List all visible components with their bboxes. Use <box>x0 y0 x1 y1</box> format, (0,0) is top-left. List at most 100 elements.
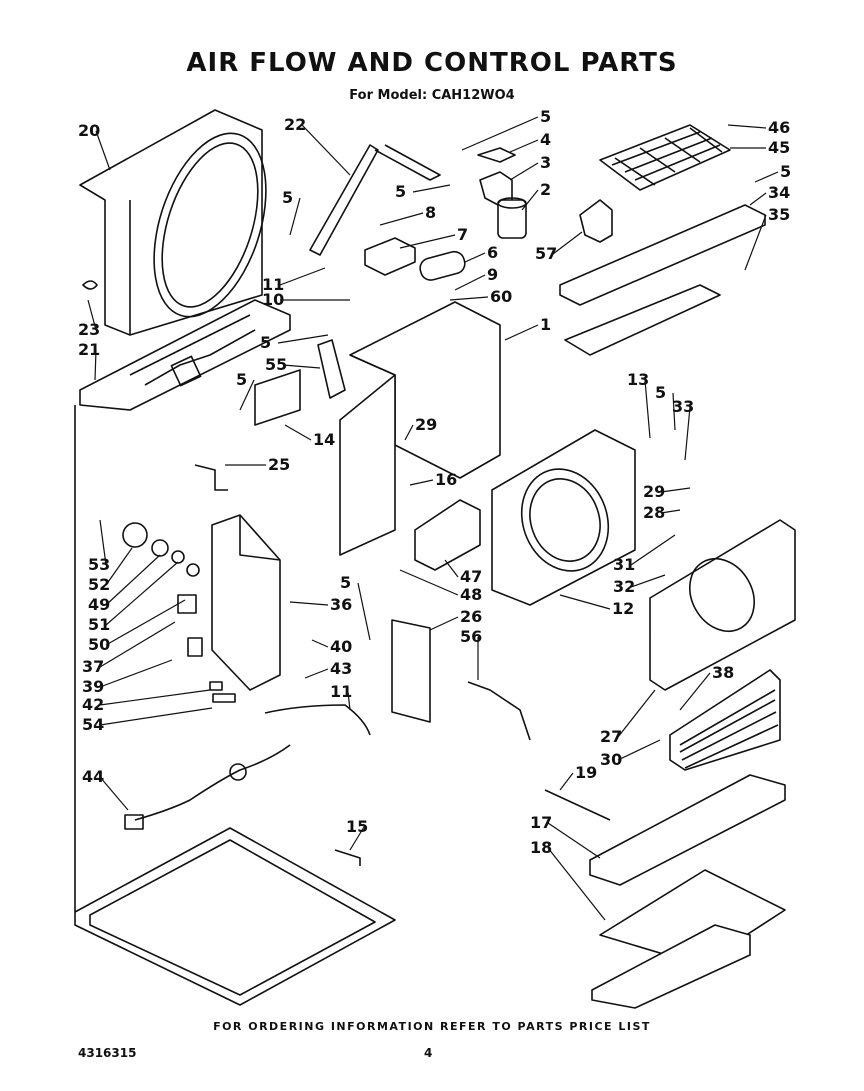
callout-51: 51 <box>88 615 110 634</box>
callout-4: 4 <box>540 130 551 149</box>
part-37-thermostat <box>187 637 203 657</box>
callout-9: 9 <box>487 265 498 284</box>
callout-29: 29 <box>415 415 437 434</box>
callout-55: 55 <box>265 355 287 374</box>
leader-line <box>99 621 176 668</box>
callout-21: 21 <box>78 340 100 359</box>
part-4-bracket <box>477 147 516 163</box>
callout-46: 46 <box>768 118 790 137</box>
callout-54: 54 <box>82 715 104 734</box>
leader-line <box>282 364 321 369</box>
leader-line <box>559 772 574 791</box>
callout-44: 44 <box>82 767 104 786</box>
part-2-capacitor <box>497 197 527 239</box>
part-21-rail <box>79 299 291 411</box>
callout-11: 11 <box>330 682 352 701</box>
callout-22: 22 <box>284 115 306 134</box>
leader-line <box>284 424 312 441</box>
callout-15: 15 <box>346 817 368 836</box>
callout-32: 32 <box>613 577 635 596</box>
leader-line <box>504 324 539 341</box>
part-27-frame <box>649 519 796 691</box>
leader-line <box>464 252 486 263</box>
leader-line <box>617 689 656 738</box>
leader-line <box>754 171 779 183</box>
leader-line <box>399 569 459 596</box>
callout-29: 29 <box>643 482 665 501</box>
callout-16: 16 <box>435 470 457 489</box>
part-1-chassis <box>339 301 501 556</box>
leader-line <box>449 296 489 301</box>
callout-3: 3 <box>540 153 551 172</box>
part-22-rod <box>309 144 379 256</box>
part-45-grille <box>599 124 731 191</box>
part-20-shroud <box>79 109 267 336</box>
leader-line <box>99 776 129 811</box>
callout-39: 39 <box>82 677 104 696</box>
callout-50: 50 <box>88 635 110 654</box>
callout-8: 8 <box>425 203 436 222</box>
callout-2: 2 <box>540 180 551 199</box>
leader-line <box>660 509 681 514</box>
part-35-plate <box>559 204 766 356</box>
leader-line <box>617 739 661 761</box>
leader-line <box>304 668 329 679</box>
callout-31: 31 <box>613 555 635 574</box>
callout-20: 20 <box>78 121 100 140</box>
callout-36: 36 <box>330 595 352 614</box>
callout-23: 23 <box>78 320 100 339</box>
callout-7: 7 <box>457 225 468 244</box>
leader-line <box>105 554 161 606</box>
part-44-cord <box>134 744 291 821</box>
leader-line <box>239 379 255 411</box>
leader-line <box>412 184 451 193</box>
part-12-blower-housing <box>491 429 636 606</box>
leader-line <box>357 582 371 641</box>
part-36-control-box <box>211 514 281 691</box>
leader-line <box>94 349 97 381</box>
part-50-switch <box>177 594 197 614</box>
part-47-filter <box>414 499 481 571</box>
callout-19: 19 <box>575 763 597 782</box>
part-26-panel <box>391 619 431 723</box>
callout-49: 49 <box>88 595 110 614</box>
leader-line <box>99 689 211 706</box>
leader-line <box>404 424 414 441</box>
part-56-tube <box>467 681 531 741</box>
leader-line <box>99 519 107 566</box>
callout-26: 26 <box>460 607 482 626</box>
leader-line <box>99 659 173 688</box>
part-14-bracket <box>254 369 301 426</box>
leader-line <box>444 559 459 578</box>
callout-40: 40 <box>330 637 352 656</box>
callout-37: 37 <box>82 657 104 676</box>
leader-line <box>347 691 351 711</box>
callout-1: 1 <box>540 315 551 334</box>
part-53-knob <box>122 522 148 548</box>
callout-57: 57 <box>535 244 557 263</box>
callout-33: 33 <box>672 397 694 416</box>
callout-11: 11 <box>262 275 284 294</box>
page-title: AIR FLOW AND CONTROL PARTS <box>186 48 678 78</box>
callout-14: 14 <box>313 430 335 449</box>
leader-line <box>644 379 651 439</box>
leader-line <box>279 267 326 286</box>
callout-12: 12 <box>612 599 634 618</box>
leader-line <box>630 574 666 588</box>
leader-line <box>87 299 97 331</box>
callout-38: 38 <box>712 663 734 682</box>
leader-line <box>679 672 711 711</box>
leader-line <box>409 479 434 486</box>
leader-line <box>277 334 329 344</box>
callout-56: 56 <box>460 627 482 646</box>
callout-45: 45 <box>768 138 790 157</box>
part-55-bracket <box>317 339 346 399</box>
part-23-clip <box>82 280 98 290</box>
part-30-coil <box>669 669 781 771</box>
callout-28: 28 <box>643 503 665 522</box>
leader-line <box>289 601 329 606</box>
leader-line <box>105 561 179 626</box>
leader-line <box>672 392 676 431</box>
